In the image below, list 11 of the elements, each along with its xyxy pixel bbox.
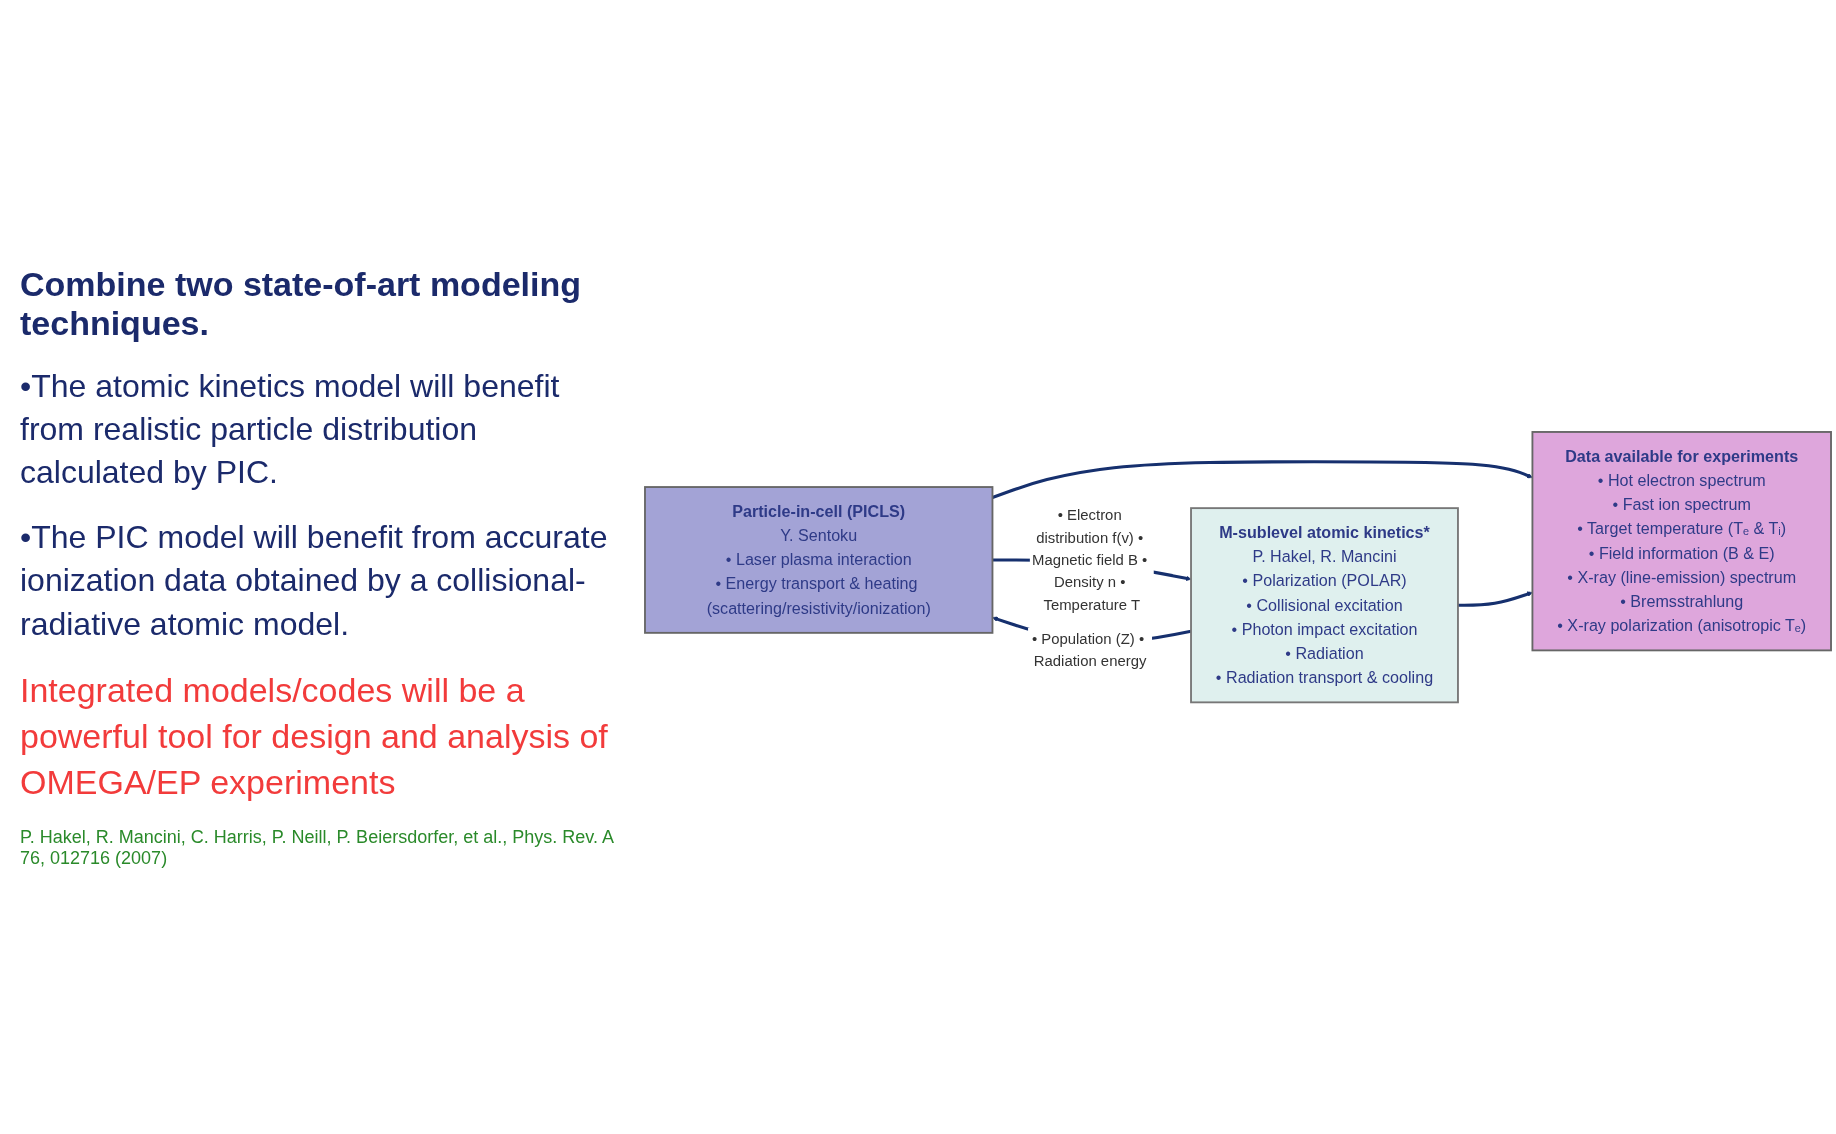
heading: Combine two state-of-art modeling techniques.: [20, 264, 582, 343]
node-box: Particle-in-cell (PICLS) Y. Sentoku • Laser plasma interaction • Energy transport & heating (scattering/resistivity/ionization): [644, 485, 994, 634]
edge-label: • Population (Z) • Radiation energy: [1031, 629, 1147, 670]
paragraph: •The atomic kinetics model will benefit from realistic particle distribution calculated by PIC.: [20, 366, 561, 492]
edge-label: • Electron distribution f(v) • Magnetic field B • Density n • Temperature T: [1032, 506, 1148, 613]
arrow: [1457, 591, 1533, 607]
citation-text: P. Hakel, R. Mancini, C. Harris, P. Neill, P. Beiersdorfer, et al., Phys. Rev. A 76, 012716 (2007): [20, 827, 615, 870]
paragraph: •The PIC model will benefit from accurate ionization data obtained by a collisional-radiative atomic model.: [20, 518, 609, 644]
node-box: Data available for experiments • Hot electron spectrum • Fast ion spectrum • Target temperature (Tₑ & Tᵢ) • Field information (B & E) • X-ray (line-emission) spectrum • Bremsstrahlung • X-ray polarization (anisotropic Tₑ): [1531, 430, 1832, 652]
node-box: M-sublevel atomic kinetics* P. Hakel, R. Mancini • Polarization (POLAR) • Collisional excitation • Photon impact excitation • Radiation • Radiation transport & cooling: [1190, 507, 1459, 704]
conclusion-text: Integrated models/codes will be a powerful tool for design and analysis of OMEGA/EP experiments: [20, 669, 609, 803]
